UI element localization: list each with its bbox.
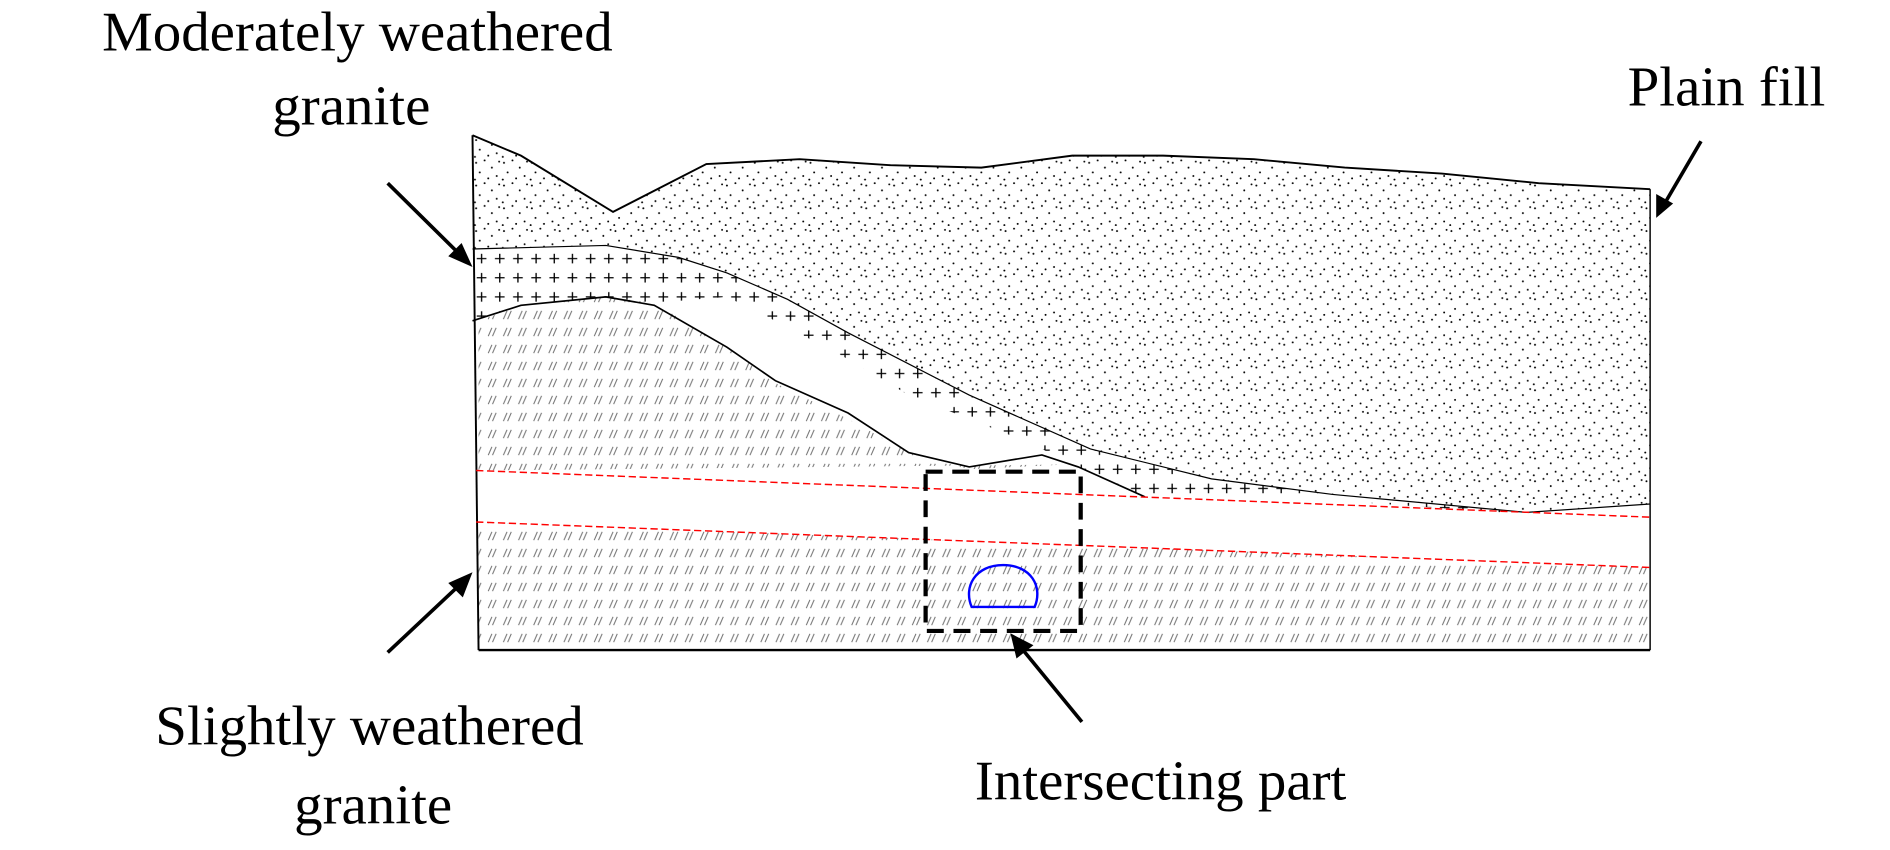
ground-surface-line <box>472 134 1651 214</box>
tunnel-outline <box>967 563 1039 609</box>
label-intersecting-part: Intersecting part <box>975 751 1347 813</box>
moderately-weathered-layer <box>472 245 1527 513</box>
slightly-weathered-layer-upper <box>478 296 1067 471</box>
arrow-intersecting <box>1010 633 1084 724</box>
label-plain-fill: Plain fill <box>1628 57 1826 119</box>
moderately-base-line <box>472 296 1146 498</box>
slightly-weathered-layer-lower <box>478 521 1651 651</box>
arrow-slightly <box>386 572 473 654</box>
label-moderately-line2: granite <box>272 76 430 138</box>
plain-fill-layer <box>472 135 1651 513</box>
arrow-moderately <box>386 181 473 267</box>
arrow-plain-fill <box>1656 140 1703 218</box>
fill-base-line <box>472 244 1651 513</box>
section-left-border <box>471 135 480 651</box>
label-slightly-line2: granite <box>294 775 452 837</box>
label-slightly-line1: Slightly weathered <box>155 696 583 758</box>
label-moderately-line1: Moderately weathered <box>102 2 613 64</box>
